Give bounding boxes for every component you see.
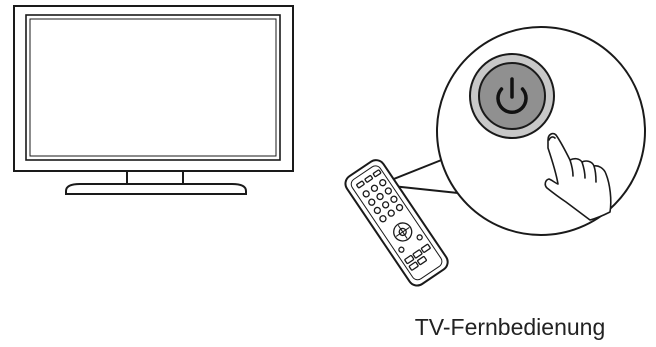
caption-label: TV-Fernbedienung [414,314,606,340]
remote-control-icon [344,159,449,287]
tv-bezel [13,5,294,172]
tv-screen-inner [29,18,277,157]
tv-screen [25,14,281,161]
pointing-hand-icon [544,132,612,221]
tv-stand [65,183,247,195]
power-icon[interactable] [469,53,555,139]
television-icon [13,5,294,195]
